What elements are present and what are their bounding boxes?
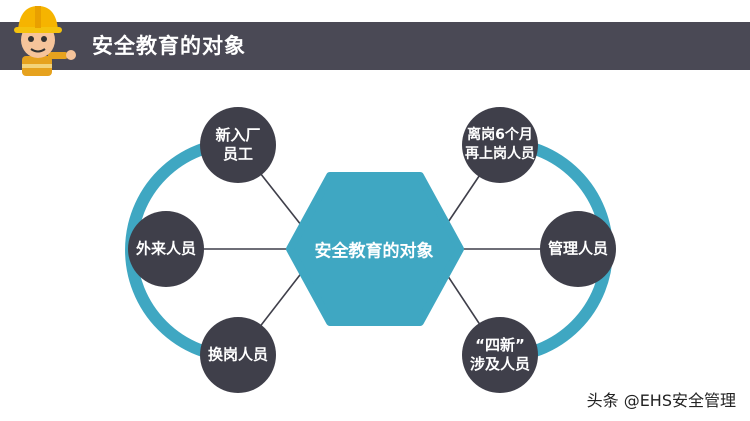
center-label: 安全教育的对象 bbox=[314, 241, 434, 262]
node-label-right-bottom: “四新” 涉及人员 bbox=[470, 336, 530, 374]
node-circle-left-top bbox=[200, 107, 276, 183]
node-label-left-top: 新入厂 员工 bbox=[215, 126, 260, 164]
node-right-top-line-1: 离岗6个月 bbox=[467, 127, 533, 143]
node-circle-left-bottom bbox=[200, 317, 276, 393]
node-circle-right-bottom bbox=[462, 317, 538, 393]
watermark: 头条 @EHS安全管理 bbox=[586, 391, 736, 410]
node-right-bottom-line-2: 涉及人员 bbox=[469, 355, 531, 373]
node-circle-right-mid bbox=[540, 211, 616, 287]
header-bar bbox=[0, 22, 750, 70]
node-label-right-top: 离岗6个月 再上岗人员 bbox=[465, 126, 535, 164]
worker-helmet-icon bbox=[14, 6, 76, 76]
node-label-right-mid: 管理人员 bbox=[547, 239, 609, 258]
node-right-top-line-2: 再上岗人员 bbox=[465, 146, 535, 162]
node-left-top-line-1: 新入厂 bbox=[215, 126, 261, 144]
node-label-left-mid: 外来人员 bbox=[135, 239, 197, 258]
node-left-top-line-2: 员工 bbox=[222, 145, 254, 163]
node-right-bottom-line-1: “四新” bbox=[475, 336, 525, 354]
center-hexagon bbox=[286, 172, 464, 326]
node-label-left-bottom: 换岗人员 bbox=[207, 345, 269, 364]
node-circle-right-top bbox=[462, 107, 538, 183]
page-title: 安全教育的对象 bbox=[92, 34, 246, 58]
node-circle-left-mid bbox=[128, 211, 204, 287]
